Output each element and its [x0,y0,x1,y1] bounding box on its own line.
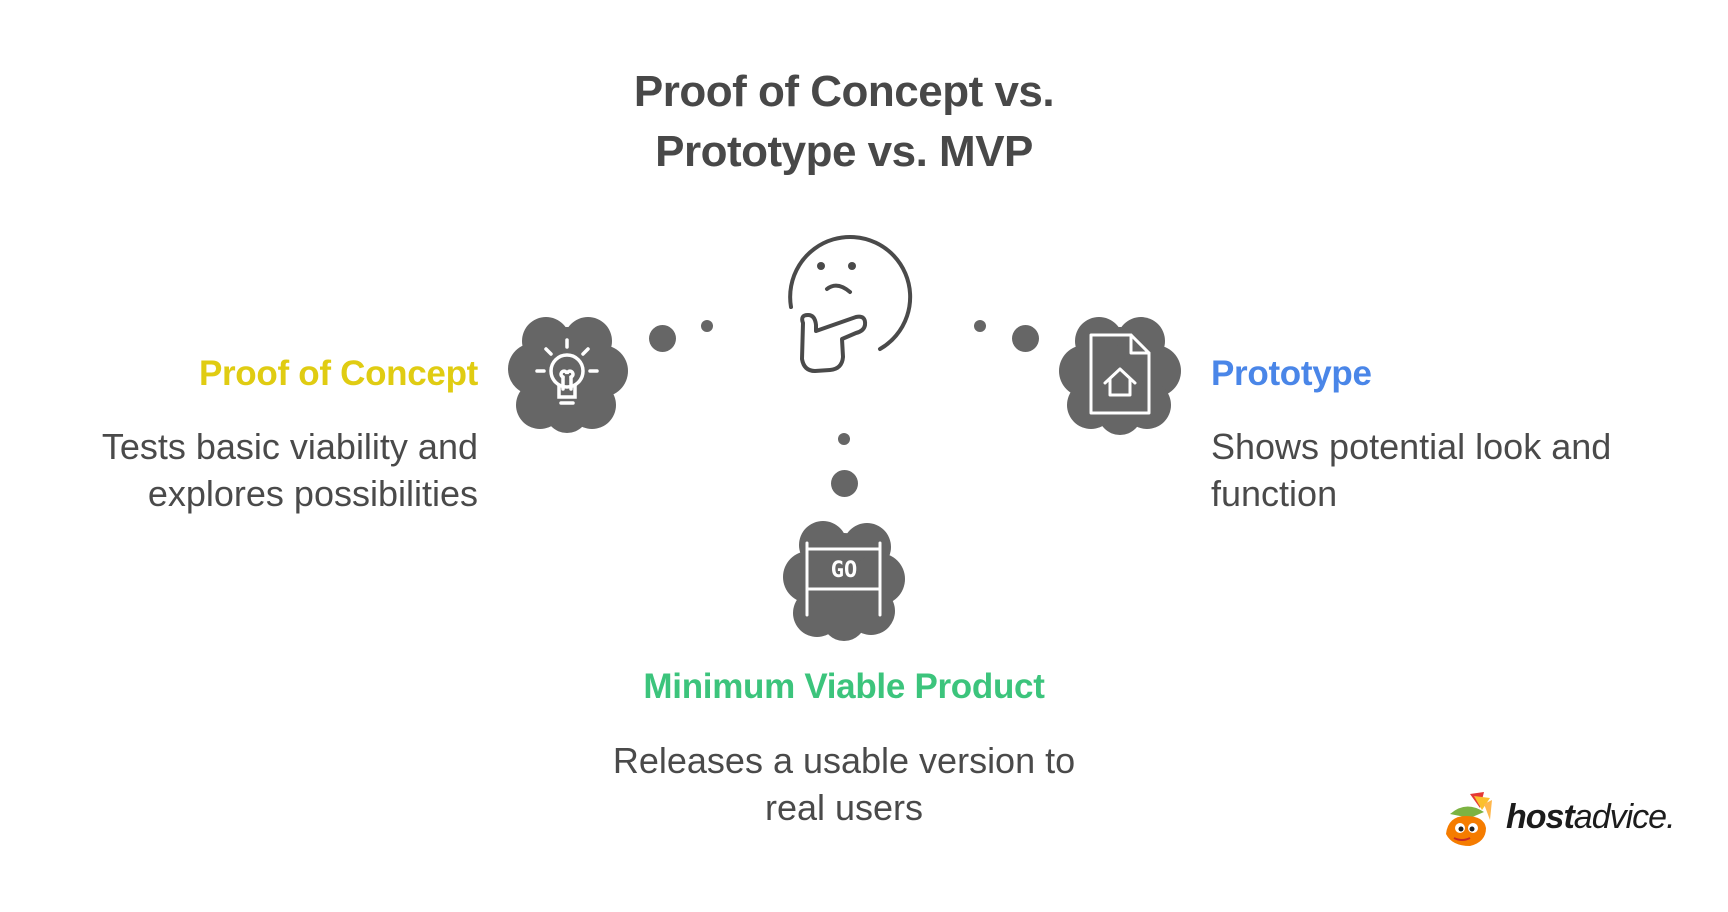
prototype-description: Shows potential look and function [1211,423,1611,517]
hostadvice-logo: hostadvice. [1440,790,1700,850]
mvp-heading: Minimum Viable Product [643,667,1045,706]
diagram-title: Proof of Concept vs. Prototype vs. MVP [0,62,1688,182]
mvp-description-line-1: Releases a usable version to [612,740,1076,781]
thinking-face-icon [788,234,913,373]
title-line-2: Prototype vs. MVP [655,127,1033,176]
logo-text-regular: advice. [1573,798,1676,836]
mvp-description-line-2: real users [764,787,924,828]
connector-dot-left-small [701,320,713,332]
connector-dot-bottom-large [831,470,858,497]
connector-dot-right-large [1012,325,1039,352]
title-line-1: Proof of Concept vs. [633,67,1055,116]
connector-dot-left-large [649,325,676,352]
connector-dot-bottom-small [838,433,850,445]
mvp-description: Releases a usable version to real users [494,737,1194,831]
connector-dot-right-small [974,320,986,332]
poc-description-line-2: explores possibilities [147,473,478,514]
mvp-icon-cloud: GO [783,521,905,641]
lightbulb-icon [535,338,599,405]
go-sign-icon [805,541,882,617]
prototype-description-line-2: function [1211,473,1338,514]
poc-description: Tests basic viability and explores possi… [102,423,478,517]
prototype-heading: Prototype [1211,354,1372,393]
go-sign-text: GO [831,558,858,583]
poc-description-line-1: Tests basic viability and [101,426,478,467]
logo-text-bold: host [1506,798,1575,836]
prototype-description-line-1: Shows potential look and [1211,426,1612,467]
fox-mascot-icon [1446,792,1492,846]
poc-icon-cloud [508,317,628,433]
poc-heading: Proof of Concept [198,354,478,393]
prototype-icon-cloud [1059,317,1181,435]
document-home-icon [1089,333,1151,415]
